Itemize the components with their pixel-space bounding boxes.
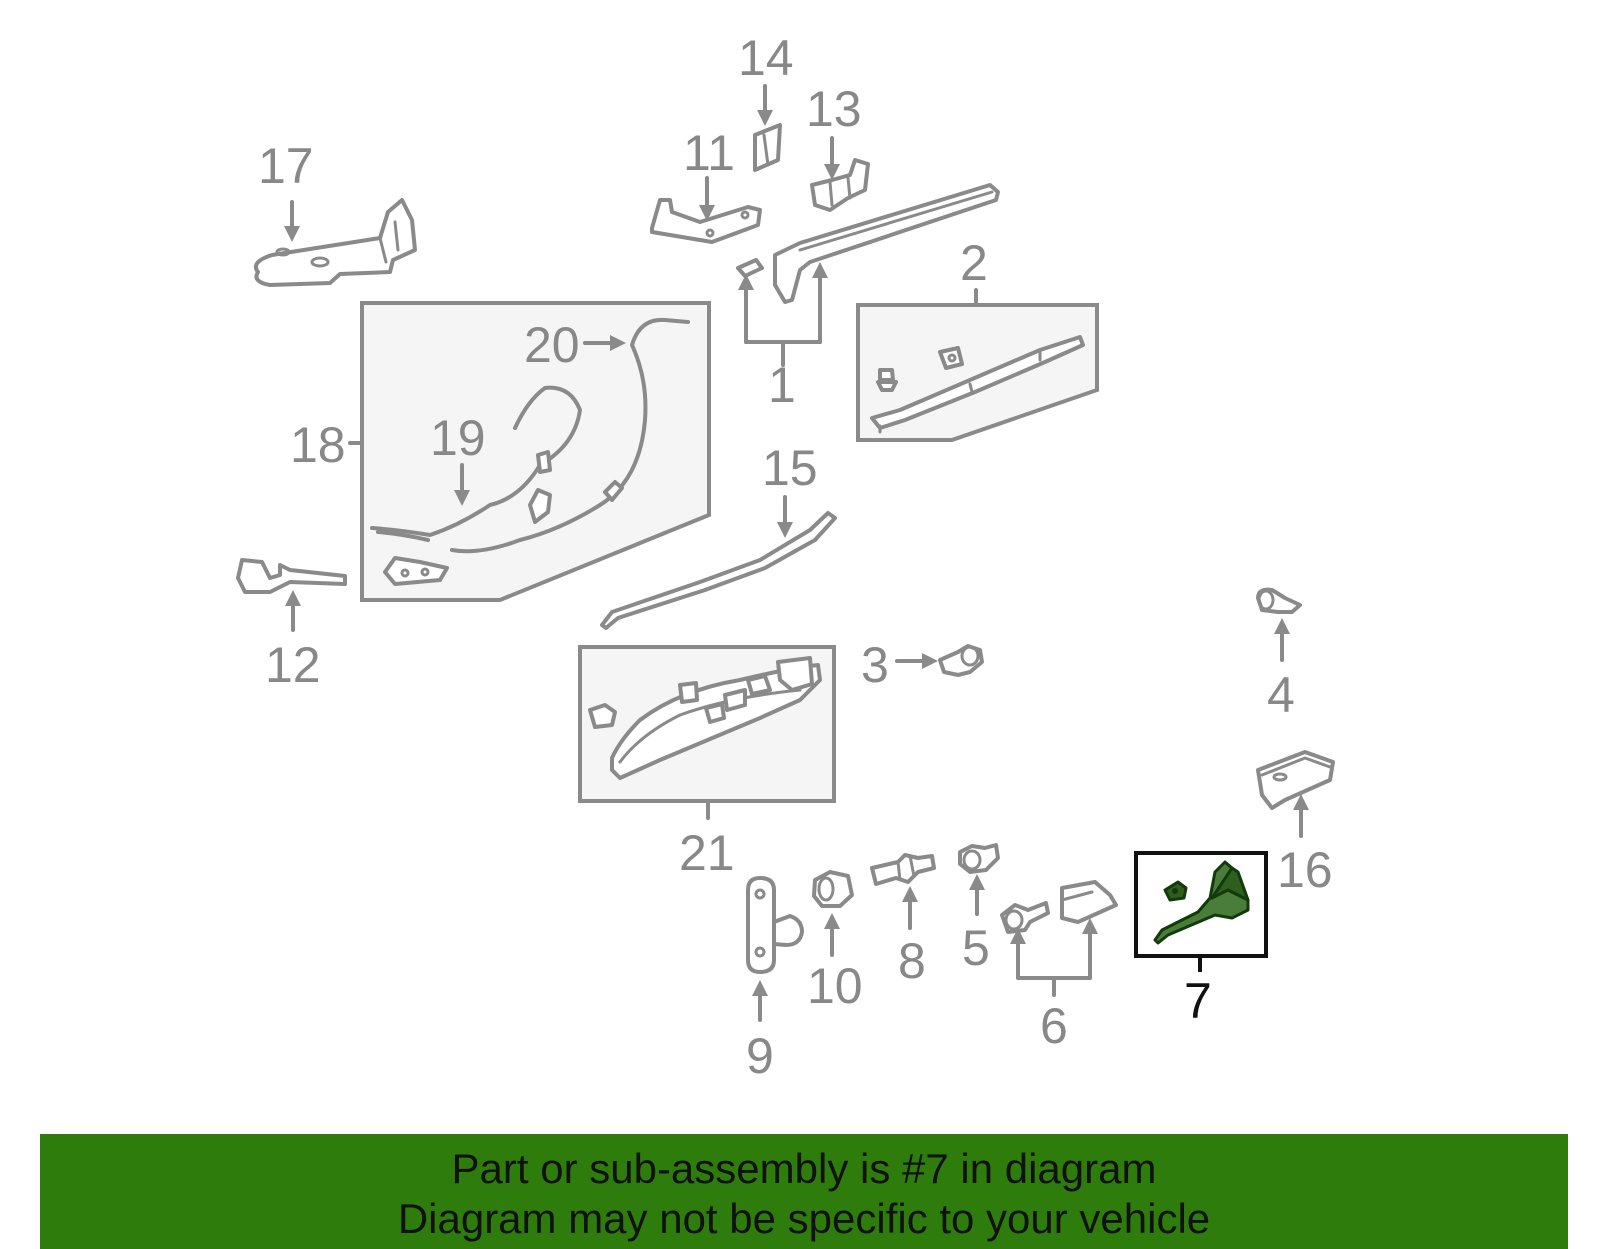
callout-10: 10 xyxy=(807,958,863,1014)
callout-16: 16 xyxy=(1277,842,1333,898)
part-6[interactable] xyxy=(1000,880,1118,934)
callout-2: 2 xyxy=(960,235,988,291)
callout-1: 1 xyxy=(768,357,796,413)
banner-line-2: Diagram may not be specific to your vehi… xyxy=(397,1195,1211,1242)
callout-21: 21 xyxy=(679,825,735,881)
part-16[interactable] xyxy=(1256,750,1335,810)
part-9[interactable] xyxy=(746,876,804,974)
callout-6: 6 xyxy=(1040,998,1068,1054)
callout-9: 9 xyxy=(746,1028,774,1084)
callout-3: 3 xyxy=(861,637,889,693)
callout-15: 15 xyxy=(762,440,818,496)
callout-4: 4 xyxy=(1267,667,1295,723)
callout-8: 8 xyxy=(898,933,926,989)
callout-14: 14 xyxy=(738,30,794,86)
part-12[interactable] xyxy=(236,558,347,594)
callout-19: 19 xyxy=(430,410,486,466)
part-8[interactable] xyxy=(870,853,936,886)
callout-7: 7 xyxy=(1184,973,1212,1029)
part-15[interactable] xyxy=(600,511,837,630)
part-2[interactable] xyxy=(856,303,1099,442)
callout-12: 12 xyxy=(265,637,321,693)
part-11[interactable] xyxy=(650,198,762,244)
part-4[interactable] xyxy=(1256,587,1302,614)
part-7-highlighted[interactable] xyxy=(1134,851,1268,958)
parts-diagram: 17 11 14 13 1 xyxy=(236,30,1335,1084)
part-13[interactable] xyxy=(810,158,870,212)
info-banner: Part or sub-assembly is #7 in diagram Di… xyxy=(40,1134,1568,1249)
part-20[interactable] xyxy=(450,317,690,554)
part-17[interactable] xyxy=(253,198,417,287)
part-19[interactable] xyxy=(370,385,582,586)
callout-18: 18 xyxy=(290,417,346,473)
part-10[interactable] xyxy=(812,870,854,908)
part-14[interactable] xyxy=(753,123,782,172)
callout-17: 17 xyxy=(258,138,314,194)
callout-5: 5 xyxy=(962,920,990,976)
banner-line-1: Part or sub-assembly is #7 in diagram xyxy=(451,1145,1157,1192)
part-3[interactable] xyxy=(938,644,984,677)
callout-13: 13 xyxy=(806,81,862,137)
part-21[interactable] xyxy=(578,645,836,803)
part-5[interactable] xyxy=(958,843,1000,874)
part-1[interactable] xyxy=(736,183,1000,304)
callout-20: 20 xyxy=(524,317,580,373)
callout-11: 11 xyxy=(683,125,735,181)
